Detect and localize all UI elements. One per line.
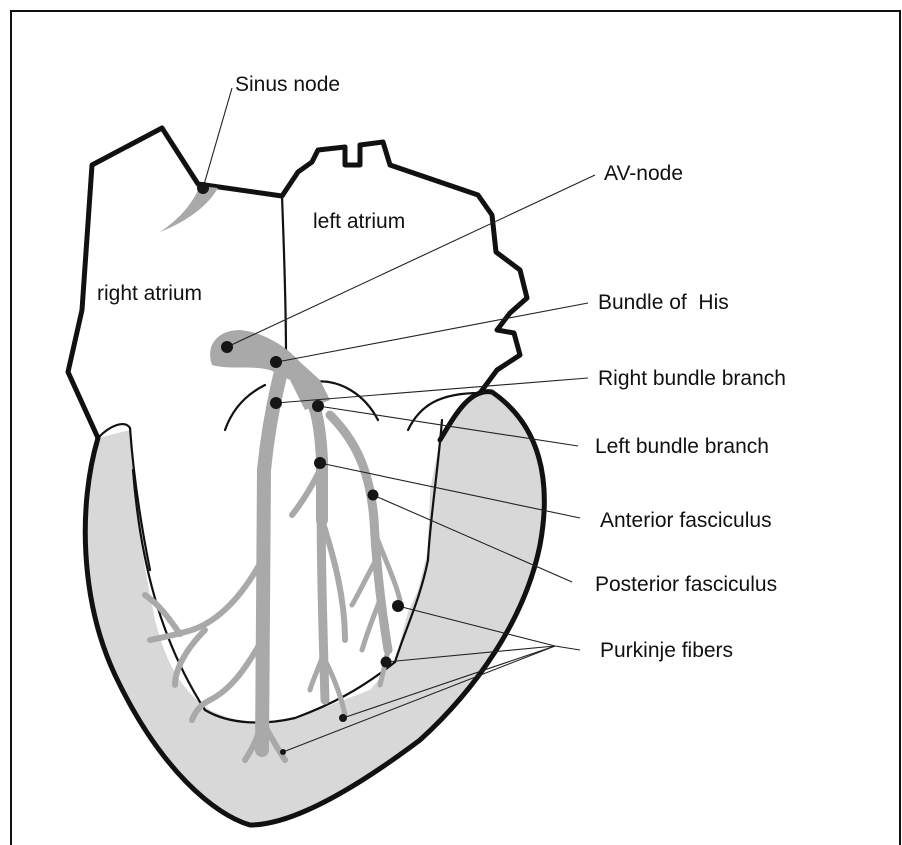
label-av-node: AV-node <box>604 162 683 185</box>
tricuspid-leaflet-right <box>225 385 265 430</box>
label-sinus-node: Sinus node <box>235 73 340 96</box>
label-anterior-fasciculus: Anterior fasciculus <box>600 509 772 532</box>
dot-anterior-fasciculus <box>314 457 326 469</box>
leader-sinus-node <box>203 88 232 188</box>
leader-purkinje-to-label <box>555 646 580 650</box>
leader-bundle-of-his <box>277 303 588 362</box>
right-bundle-trunk <box>262 368 282 750</box>
sinus-node-tissue <box>160 186 218 232</box>
dot-right-bundle-branch <box>270 397 282 409</box>
label-left-bundle-branch: Left bundle branch <box>595 435 769 458</box>
dot-purkinje-2 <box>381 657 392 668</box>
label-left-atrium: left atrium <box>313 210 405 233</box>
label-bundle-of-his: Bundle of His <box>598 291 729 314</box>
dot-purkinje-1 <box>392 600 404 612</box>
interatrial-septum <box>282 196 286 355</box>
label-right-atrium: right atrium <box>97 282 202 305</box>
dot-purkinje-3 <box>339 714 347 722</box>
label-right-bundle-branch: Right bundle branch <box>598 367 786 390</box>
dot-left-bundle-branch <box>312 400 324 412</box>
dot-posterior-fasciculus <box>368 490 379 501</box>
dot-av-node <box>221 341 233 353</box>
label-purkinje-fibers: Purkinje fibers <box>600 639 733 662</box>
label-posterior-fasciculus: Posterior fasciculus <box>595 573 777 596</box>
dot-purkinje-4 <box>280 749 286 755</box>
dot-bundle-of-his <box>270 356 282 368</box>
dot-sinus-node <box>197 182 209 194</box>
